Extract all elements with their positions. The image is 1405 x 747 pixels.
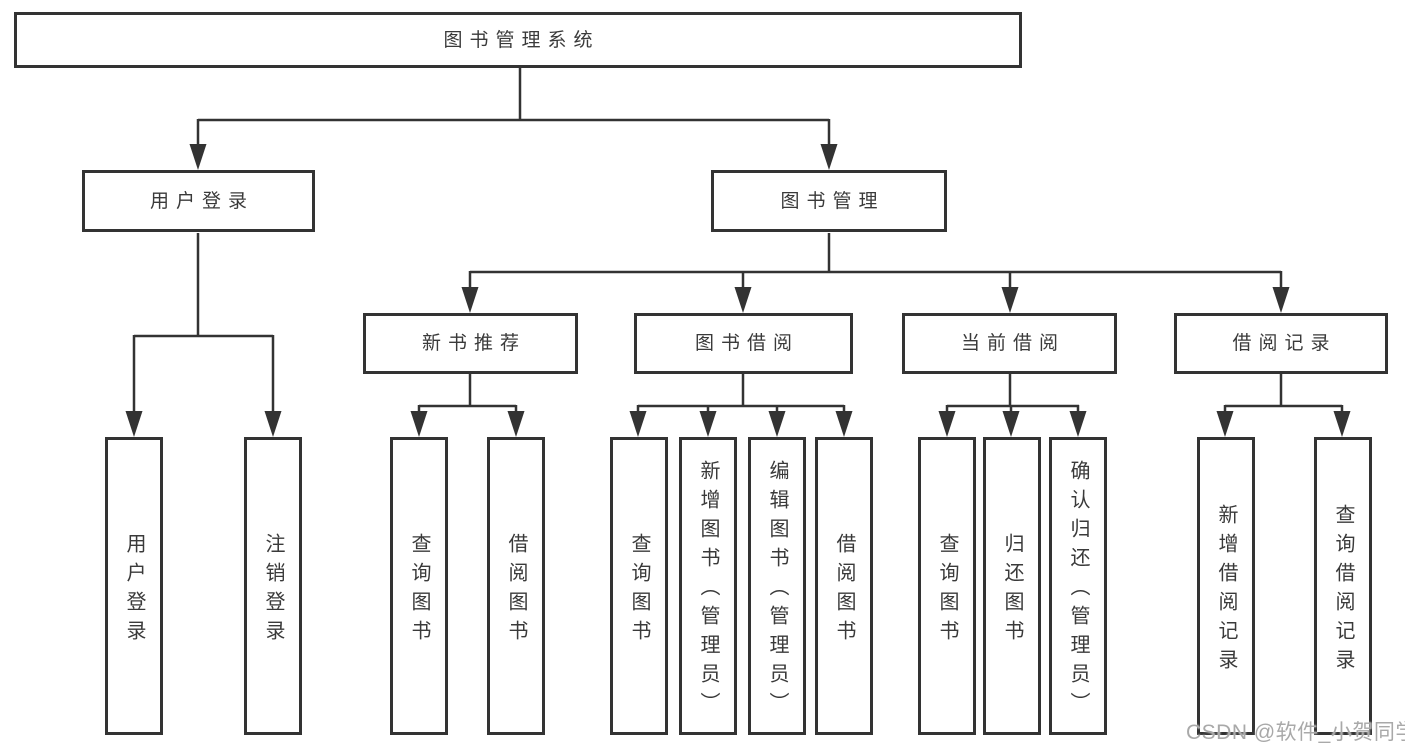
leaf-borrowing-borrow-books: 借阅图书 xyxy=(815,437,873,735)
arrow-down-icon xyxy=(938,411,956,437)
leaf-user-login: 用户登录 xyxy=(105,437,163,735)
arrow-down-icon xyxy=(1333,411,1351,437)
node-book-management: 图书管理 xyxy=(711,170,947,232)
arrow-down-icon xyxy=(820,144,838,170)
leaf-borrowing-edit-books-admin-label: 编辑图书（管理员） xyxy=(766,460,788,721)
leaf-current-confirm-return-admin-label: 确认归还（管理员） xyxy=(1067,460,1089,721)
leaf-user-login-label: 用户登录 xyxy=(123,532,145,649)
arrow-down-icon xyxy=(768,411,786,437)
arrowhead-icons xyxy=(125,144,1351,437)
node-current-borrowing: 当前借阅 xyxy=(902,313,1117,374)
leaf-borrowing-add-books-admin: 新增图书（管理员） xyxy=(679,437,737,735)
arrow-down-icon xyxy=(410,411,428,437)
node-user-login: 用户登录 xyxy=(82,170,315,232)
node-current-borrowing-label: 当前借阅 xyxy=(960,333,1065,354)
leaf-records-add-record-label: 新增借阅记录 xyxy=(1215,503,1237,678)
leaf-borrowing-query-books: 查询图书 xyxy=(610,437,668,735)
node-book-management-label: 图书管理 xyxy=(780,190,885,212)
connector-lines xyxy=(132,68,1344,416)
arrow-down-icon xyxy=(1001,287,1019,313)
arrow-down-icon xyxy=(264,411,282,437)
node-borrowing-records: 借阅记录 xyxy=(1174,313,1388,374)
leaf-logout: 注销登录 xyxy=(244,437,302,735)
arrow-down-icon xyxy=(461,287,479,313)
csdn-watermark: CSDN @软件_小贺同学 xyxy=(1186,721,1405,744)
leaf-newbooks-query-books-label: 查询图书 xyxy=(408,532,430,649)
arrow-down-icon xyxy=(1272,287,1290,313)
leaf-logout-label: 注销登录 xyxy=(262,532,284,649)
arrow-down-icon xyxy=(125,411,143,437)
leaf-current-confirm-return-admin: 确认归还（管理员） xyxy=(1049,437,1107,735)
node-book-borrowing: 图书借阅 xyxy=(634,313,853,374)
leaf-records-query-record-label: 查询借阅记录 xyxy=(1332,503,1354,678)
leaf-borrowing-add-books-admin-label: 新增图书（管理员） xyxy=(697,460,719,721)
leaf-newbooks-query-books: 查询图书 xyxy=(390,437,448,735)
leaf-current-query-books-label: 查询图书 xyxy=(936,532,958,649)
leaf-current-return-books-label: 归还图书 xyxy=(1001,532,1023,649)
arrow-down-icon xyxy=(699,411,717,437)
leaf-newbooks-borrow-books: 借阅图书 xyxy=(487,437,545,735)
arrow-down-icon xyxy=(1069,411,1087,437)
leaf-current-return-books: 归还图书 xyxy=(983,437,1041,735)
leaf-newbooks-borrow-books-label: 借阅图书 xyxy=(505,532,527,649)
arrow-down-icon xyxy=(1002,411,1020,437)
node-new-book-recommendation-label: 新书推荐 xyxy=(421,333,526,354)
arrow-down-icon xyxy=(507,411,525,437)
arrow-down-icon xyxy=(629,411,647,437)
arrow-down-icon xyxy=(1216,411,1234,437)
leaf-borrowing-query-books-label: 查询图书 xyxy=(628,532,650,649)
leaf-current-query-books: 查询图书 xyxy=(918,437,976,735)
leaf-records-query-record: 查询借阅记录 xyxy=(1314,437,1372,735)
node-borrowing-records-label: 借阅记录 xyxy=(1232,333,1337,354)
arrow-down-icon xyxy=(189,144,207,170)
node-new-book-recommendation: 新书推荐 xyxy=(363,313,578,374)
leaf-borrowing-borrow-books-label: 借阅图书 xyxy=(833,532,855,649)
node-user-login-label: 用户登录 xyxy=(149,190,254,212)
arrow-down-icon xyxy=(835,411,853,437)
node-root-label: 图书管理系统 xyxy=(443,29,600,51)
node-book-borrowing-label: 图书借阅 xyxy=(694,333,799,354)
leaf-borrowing-edit-books-admin: 编辑图书（管理员） xyxy=(748,437,806,735)
arrow-down-icon xyxy=(734,287,752,313)
node-root: 图书管理系统 xyxy=(14,12,1022,68)
leaf-records-add-record: 新增借阅记录 xyxy=(1197,437,1255,735)
